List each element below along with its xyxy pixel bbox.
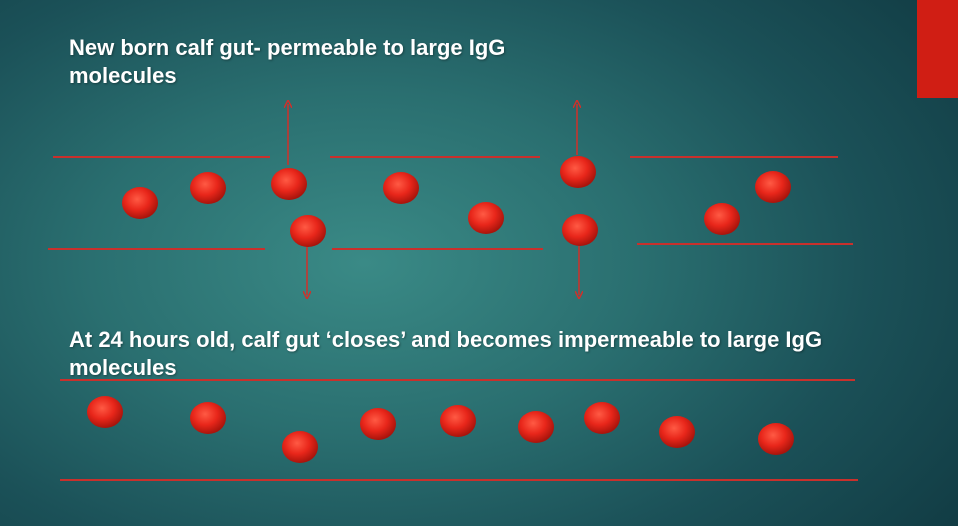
heading-24-hours-line2: molecules <box>69 355 177 380</box>
igg-molecule <box>190 172 226 204</box>
igg-molecule <box>659 416 695 448</box>
igg-molecule <box>440 405 476 437</box>
corner-accent-bar <box>917 0 958 98</box>
newborn-gut-diagram <box>48 104 853 295</box>
igg-molecule <box>704 203 740 235</box>
igg-molecule <box>560 156 596 188</box>
igg-molecule <box>758 423 794 455</box>
igg-molecule <box>468 202 504 234</box>
igg-molecule <box>360 408 396 440</box>
igg-molecule <box>190 402 226 434</box>
igg-molecule <box>383 172 419 204</box>
igg-molecule <box>518 411 554 443</box>
heading-newborn: New born calf gut- permeable to large Ig… <box>69 34 505 90</box>
heading-24-hours: At 24 hours old, calf gut ‘closes’ and b… <box>69 326 822 382</box>
heading-24-hours-line1: At 24 hours old, calf gut ‘closes’ and b… <box>69 327 823 352</box>
igg-molecule <box>271 168 307 200</box>
igg-molecule <box>290 215 326 247</box>
igg-molecule <box>282 431 318 463</box>
heading-newborn-line1: New born calf gut- permeable to large Ig… <box>69 35 506 60</box>
igg-molecule <box>562 214 598 246</box>
igg-molecule <box>755 171 791 203</box>
igg-molecule <box>584 402 620 434</box>
heading-newborn-line2: molecules <box>69 63 177 88</box>
igg-molecule <box>122 187 158 219</box>
closed-gut-diagram <box>60 379 858 481</box>
igg-molecule <box>87 396 123 428</box>
